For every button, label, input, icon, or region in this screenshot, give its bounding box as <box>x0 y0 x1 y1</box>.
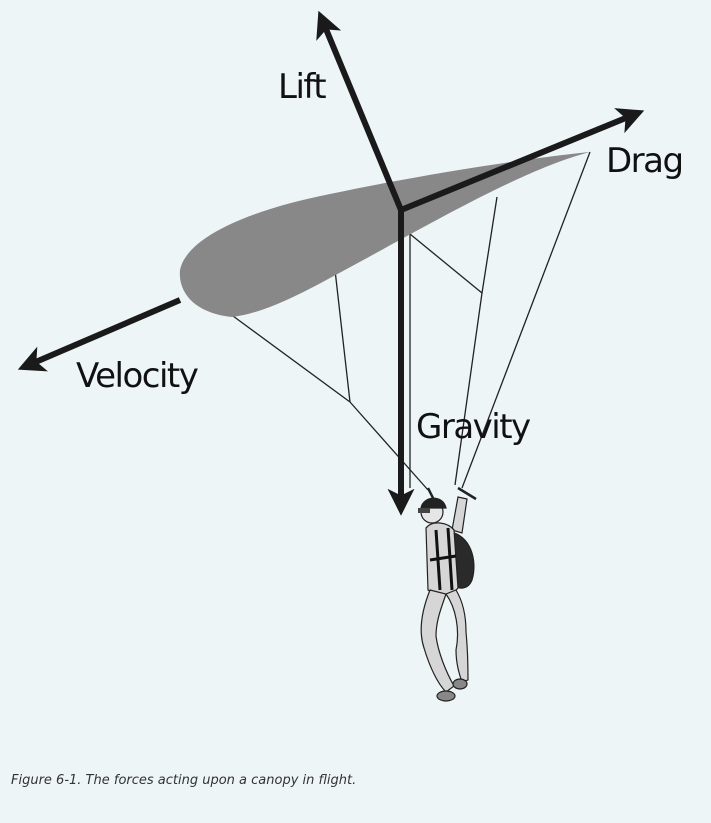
drag-arrow <box>399 108 645 213</box>
velocity-label: Velocity <box>76 356 199 396</box>
left-leg <box>420 589 455 693</box>
right-leg <box>445 589 469 683</box>
figure-caption: Figure 6-1. The forces acting upon a can… <box>11 773 357 788</box>
left-foot <box>436 690 456 702</box>
goggles <box>418 508 430 513</box>
harness <box>429 527 457 591</box>
drag-label: Drag <box>606 141 683 181</box>
suspension-lines <box>232 151 591 491</box>
lift-label: Lift <box>278 67 326 107</box>
helmet <box>420 497 447 509</box>
force-arrows <box>17 10 645 516</box>
right-foot <box>452 678 468 690</box>
right-toggle <box>457 486 477 501</box>
skydiver-figure <box>418 486 477 702</box>
canopy-airfoil <box>179 152 590 317</box>
velocity-arrow <box>17 297 182 372</box>
gravity-label: Gravity <box>416 407 531 447</box>
raised-arm <box>451 496 468 534</box>
lift-arrow <box>316 10 404 212</box>
